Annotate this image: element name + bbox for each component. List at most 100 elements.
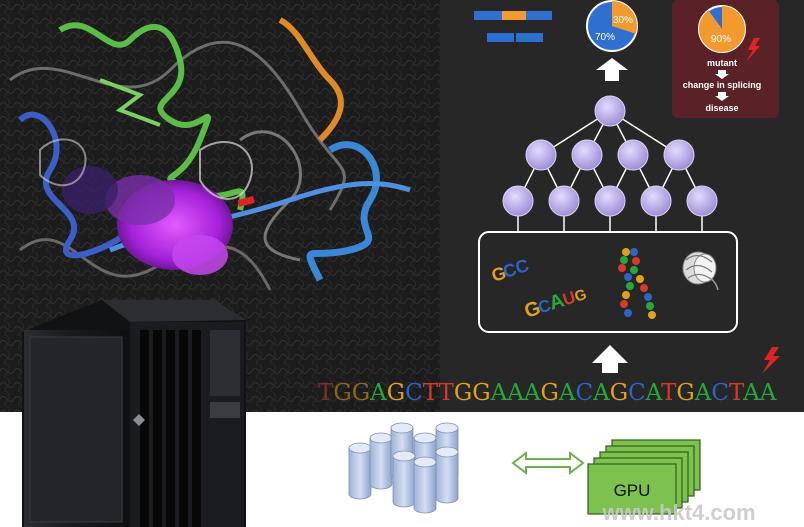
- dna-base: C: [575, 380, 593, 406]
- purple-protein-core: [105, 175, 175, 225]
- dna-base: T: [661, 380, 677, 406]
- double-arrow-icon: [511, 450, 585, 476]
- green-ribbon: [99, 78, 161, 127]
- storage-cylinder: [435, 446, 459, 504]
- mutant-pie-major-slice: [699, 6, 746, 53]
- dna-base: T: [438, 380, 454, 406]
- dna-base: G: [610, 380, 628, 406]
- dna-base: T: [318, 380, 334, 406]
- gpu-stack: GPU: [587, 439, 701, 515]
- down-arrow-icon: [715, 70, 729, 79]
- mutant-panel: 90% mutant change in splicing disease: [672, 0, 779, 118]
- feature-box-border: [478, 231, 738, 333]
- dna-base: G: [333, 380, 351, 406]
- outline-blob: [199, 140, 253, 200]
- flow-step-disease: disease: [705, 103, 738, 113]
- purple-protein-core: [172, 235, 228, 275]
- dna-base: A: [694, 380, 712, 406]
- orange-ribbon: [278, 17, 344, 143]
- grey-ribbon: [19, 238, 272, 291]
- flow-step-mutant: mutant: [707, 58, 737, 68]
- dna-base: A: [645, 380, 663, 406]
- motif-letter: A: [546, 289, 567, 314]
- rna-hairpin: [618, 248, 656, 319]
- watermark: www.hkt4.com: [601, 500, 755, 525]
- blue-ribbon: [306, 141, 380, 282]
- tower-side-window: [29, 336, 123, 523]
- drive-bay: [210, 330, 240, 396]
- tower-front-vents: [140, 330, 201, 527]
- nn-node: [663, 139, 695, 171]
- dna-base: A: [369, 380, 387, 406]
- dna-base: A: [506, 380, 524, 406]
- motif-letter: C: [500, 259, 519, 282]
- pie-major-label: 70%: [595, 32, 615, 43]
- feature-box: G C C G C A U G: [478, 231, 738, 333]
- dna-base: G: [454, 380, 472, 406]
- bar-blue-segment: [487, 33, 514, 42]
- dna-base: G: [472, 380, 490, 406]
- motif-letter: G: [489, 262, 509, 285]
- mutant-pie-label: 90%: [711, 34, 731, 45]
- bar-orange-segment: [502, 11, 526, 20]
- dna-base: A: [523, 380, 541, 406]
- storage-cylinder: [392, 450, 416, 508]
- outline-blob: [39, 138, 87, 187]
- red-mutation-marker: [237, 196, 255, 207]
- dna-base: C: [405, 380, 423, 406]
- dna-base: C: [628, 380, 646, 406]
- nn-node: [640, 185, 672, 217]
- motif-letter: U: [560, 288, 578, 310]
- motif-gcaug: G C A U G: [522, 286, 589, 323]
- gpu-card-front: [587, 463, 677, 515]
- dna-base: G: [676, 380, 694, 406]
- pie-minor-slice: [612, 1, 637, 34]
- nn-node: [502, 185, 534, 217]
- nn-node: [594, 95, 626, 127]
- dna-base: A: [558, 380, 576, 406]
- bar-blue-segment: [526, 11, 552, 20]
- brand-logo-icon: [133, 414, 145, 426]
- nucleosome-icon: [682, 251, 719, 291]
- dna-base: G: [540, 380, 558, 406]
- motif-letter: G: [572, 286, 588, 306]
- storage-cylinder: [348, 442, 372, 500]
- bar-blue-segment: [516, 33, 543, 42]
- motif-letter: C: [513, 255, 532, 278]
- gpu-label: GPU: [614, 481, 651, 500]
- pie-minor-label: 30%: [613, 15, 633, 26]
- dna-base: A: [759, 380, 777, 406]
- up-arrow-icon: [596, 58, 628, 81]
- lightning-icon: [746, 38, 760, 62]
- motif-letter: G: [522, 297, 544, 323]
- flow-step-splicing: change in splicing: [683, 80, 762, 90]
- nn-node: [594, 185, 626, 217]
- storage-cluster: [348, 422, 459, 514]
- motif-letter: C: [536, 296, 554, 318]
- nn-node: [571, 139, 603, 171]
- mutant-base: A: [742, 380, 760, 406]
- dna-base: C: [711, 380, 729, 406]
- dna-sequence-text: TGGAGCTTGGAAAGACAGCATGACTAA: [318, 380, 777, 406]
- dna-sequence: TGGAGCTTGGAAAGACAGCATGACTAA: [318, 380, 777, 406]
- storage-cylinder: [413, 456, 437, 514]
- down-arrow-icon: [715, 92, 729, 101]
- nn-node: [525, 139, 557, 171]
- nn-node: [617, 139, 649, 171]
- blue-ribbon: [17, 111, 133, 259]
- nn-nodes: [502, 95, 718, 217]
- lightning-icon: [762, 347, 780, 374]
- isoform-pie-chart: 30% 70%: [586, 0, 638, 52]
- up-arrow-icon: [592, 345, 628, 373]
- dark-protein-blob: [62, 166, 118, 214]
- dna-base: T: [729, 380, 745, 406]
- grey-ribbon: [9, 40, 346, 211]
- bar-blue-segment: [474, 11, 502, 20]
- nn-node: [686, 185, 718, 217]
- exon-bars: [474, 11, 552, 42]
- storage-cylinder: [369, 432, 393, 490]
- tower-top: [102, 300, 246, 322]
- dna-base: A: [490, 380, 508, 406]
- dna-base: T: [423, 380, 439, 406]
